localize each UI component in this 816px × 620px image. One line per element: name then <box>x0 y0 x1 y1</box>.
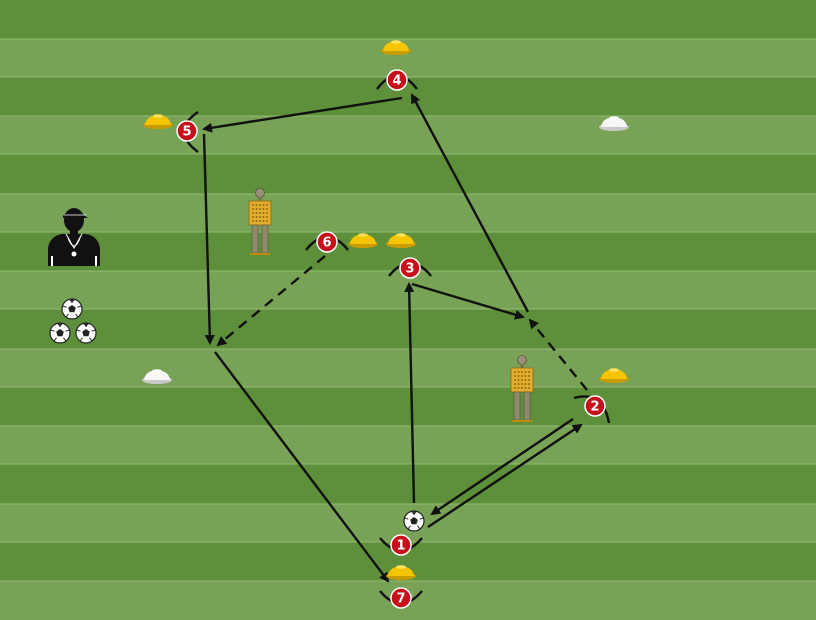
player-marker-5: 5 <box>176 111 199 153</box>
dashed-run-arrow-6 <box>216 255 326 347</box>
run-arrow-up-to-4 <box>410 93 530 313</box>
dashed-run-arrow-2 <box>528 318 588 391</box>
ball <box>49 322 71 344</box>
player-number: 1 <box>396 539 405 554</box>
run-arrow-1-to-3 <box>404 282 416 504</box>
player-marker-6: 6 <box>305 231 349 253</box>
player-marker-7: 7 <box>379 587 423 609</box>
player-number: 7 <box>396 592 405 607</box>
ball <box>61 298 83 320</box>
player-markers: 4 5 6 3 2 1 <box>176 69 611 609</box>
coach-icon <box>48 208 100 266</box>
player-marker-1: 1 <box>379 534 423 556</box>
player-marker-4: 4 <box>376 69 418 91</box>
player-number: 5 <box>182 125 191 140</box>
player-number: 3 <box>405 262 414 277</box>
pass-arrow-1-to-2 <box>427 423 583 528</box>
player-number: 4 <box>392 74 401 89</box>
pass-arrow-3-out <box>411 282 525 320</box>
player-number: 6 <box>322 236 331 251</box>
pass-arrow-to-7 <box>214 351 390 583</box>
run-arrow-5-down <box>202 133 215 345</box>
pass-arrow-2-to-1 <box>430 418 574 516</box>
player-marker-2: 2 <box>573 395 611 424</box>
player-marker-3: 3 <box>388 257 432 279</box>
ball <box>75 322 97 344</box>
player-number: 2 <box>590 400 599 415</box>
ball <box>403 510 425 532</box>
pass-arrow-4-to-5 <box>202 96 403 133</box>
movement-arrows <box>202 93 588 583</box>
